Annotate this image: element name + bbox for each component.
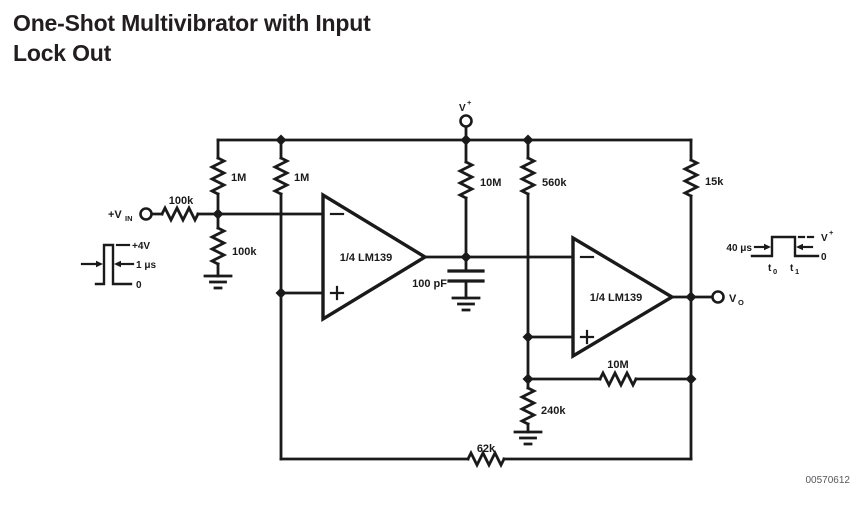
resistor-1m-b-symbol — [271, 156, 291, 196]
resistor-label-62k: 62k — [477, 443, 496, 455]
resistor-label-10m-top: 10M — [480, 177, 501, 189]
resistor-label-100k-input: 100k — [169, 195, 194, 207]
resistor-10m-top-symbol — [456, 160, 476, 200]
junction-dot — [212, 208, 224, 220]
junction-dot — [275, 134, 287, 146]
arrowhead-left-icon — [114, 260, 121, 268]
document-number: 00570612 — [805, 475, 851, 486]
terminal-circle-vplus — [459, 114, 473, 128]
capacitor-label-100pf: 100 pF — [412, 278, 447, 290]
opamp1-label: 1/4 LM139 — [340, 252, 393, 264]
resistor-label-1m-a: 1M — [231, 172, 246, 184]
junction-dot — [685, 373, 697, 385]
t1-label: t — [790, 263, 794, 274]
ground-icon-cap — [451, 296, 481, 312]
junction-dot — [522, 134, 534, 146]
resistor-240k-symbol — [518, 386, 538, 426]
output-high-label: V — [821, 233, 828, 244]
junction-dot — [685, 291, 697, 303]
opamp1-triangle — [321, 191, 429, 323]
resistor-label-10m-feedback: 10M — [607, 359, 628, 371]
input-pulse-low-label: 0 — [136, 280, 142, 291]
vout-label-subscript: O — [738, 298, 744, 307]
terminal-circle-vout — [711, 290, 725, 304]
junction-dot — [275, 287, 287, 299]
ground-icon-240k — [513, 430, 543, 446]
output-pulse-shape — [750, 235, 820, 258]
junction-dot — [460, 134, 472, 146]
terminal-circle-vin — [139, 207, 153, 221]
junction-dot — [522, 373, 534, 385]
resistor-100k-input-symbol — [160, 204, 200, 224]
resistor-label-1m-b: 1M — [294, 172, 309, 184]
output-low-label: 0 — [821, 252, 827, 263]
arrowhead-right-icon — [96, 260, 103, 268]
resistor-10m-feedback-symbol — [598, 369, 638, 389]
resistor-label-560k: 560k — [542, 177, 567, 189]
output-pulse-waveform: 40 μs V + 0 t 0 t 1 — [726, 228, 834, 276]
resistor-label-100k-gnd: 100k — [232, 246, 257, 258]
resistor-15k-symbol — [681, 158, 701, 198]
title-line-1: One-Shot Multivibrator with Input — [13, 10, 371, 36]
capacitor-100pf-symbol — [447, 269, 485, 283]
vout-label: V — [729, 293, 737, 305]
resistor-62k-symbol — [466, 449, 506, 469]
output-high-label-superscript: + — [829, 228, 834, 237]
t1-label-subscript: 1 — [795, 267, 799, 276]
ground-icon-100k — [203, 274, 233, 290]
opamp1-plus-icon — [329, 285, 345, 301]
input-pulse-shape — [94, 243, 133, 286]
junction-dot — [522, 331, 534, 343]
vin-label: +V — [108, 209, 122, 221]
input-pulse-width-label: 1 μs — [136, 260, 156, 271]
resistor-1m-a-symbol — [208, 156, 228, 196]
arrowhead-left-icon — [796, 243, 803, 251]
resistor-100k-gnd-symbol — [208, 226, 228, 266]
t0-label: t — [768, 263, 772, 274]
resistor-label-15k: 15k — [705, 176, 724, 188]
output-pulse-width-label: 40 μs — [726, 243, 752, 254]
junction-dot — [460, 251, 472, 263]
page-title: One-Shot Multivibrator with Input Lock O… — [13, 8, 371, 68]
vplus-label-superscript: + — [467, 98, 472, 107]
t0-label-subscript: 0 — [773, 267, 777, 276]
vin-label-subscript: IN — [125, 214, 133, 223]
input-pulse-high-label: +4V — [132, 241, 150, 252]
opamp2-plus-icon — [579, 329, 595, 345]
resistor-560k-symbol — [518, 156, 538, 196]
opamp2-label: 1/4 LM139 — [590, 292, 643, 304]
input-pulse-waveform: +4V 1 μs 0 — [80, 241, 156, 291]
vplus-label: V — [459, 103, 466, 114]
arrowhead-right-icon — [764, 243, 771, 251]
resistor-label-240k: 240k — [541, 405, 566, 417]
title-line-2: Lock Out — [13, 40, 112, 66]
opamp2-triangle — [571, 235, 676, 359]
